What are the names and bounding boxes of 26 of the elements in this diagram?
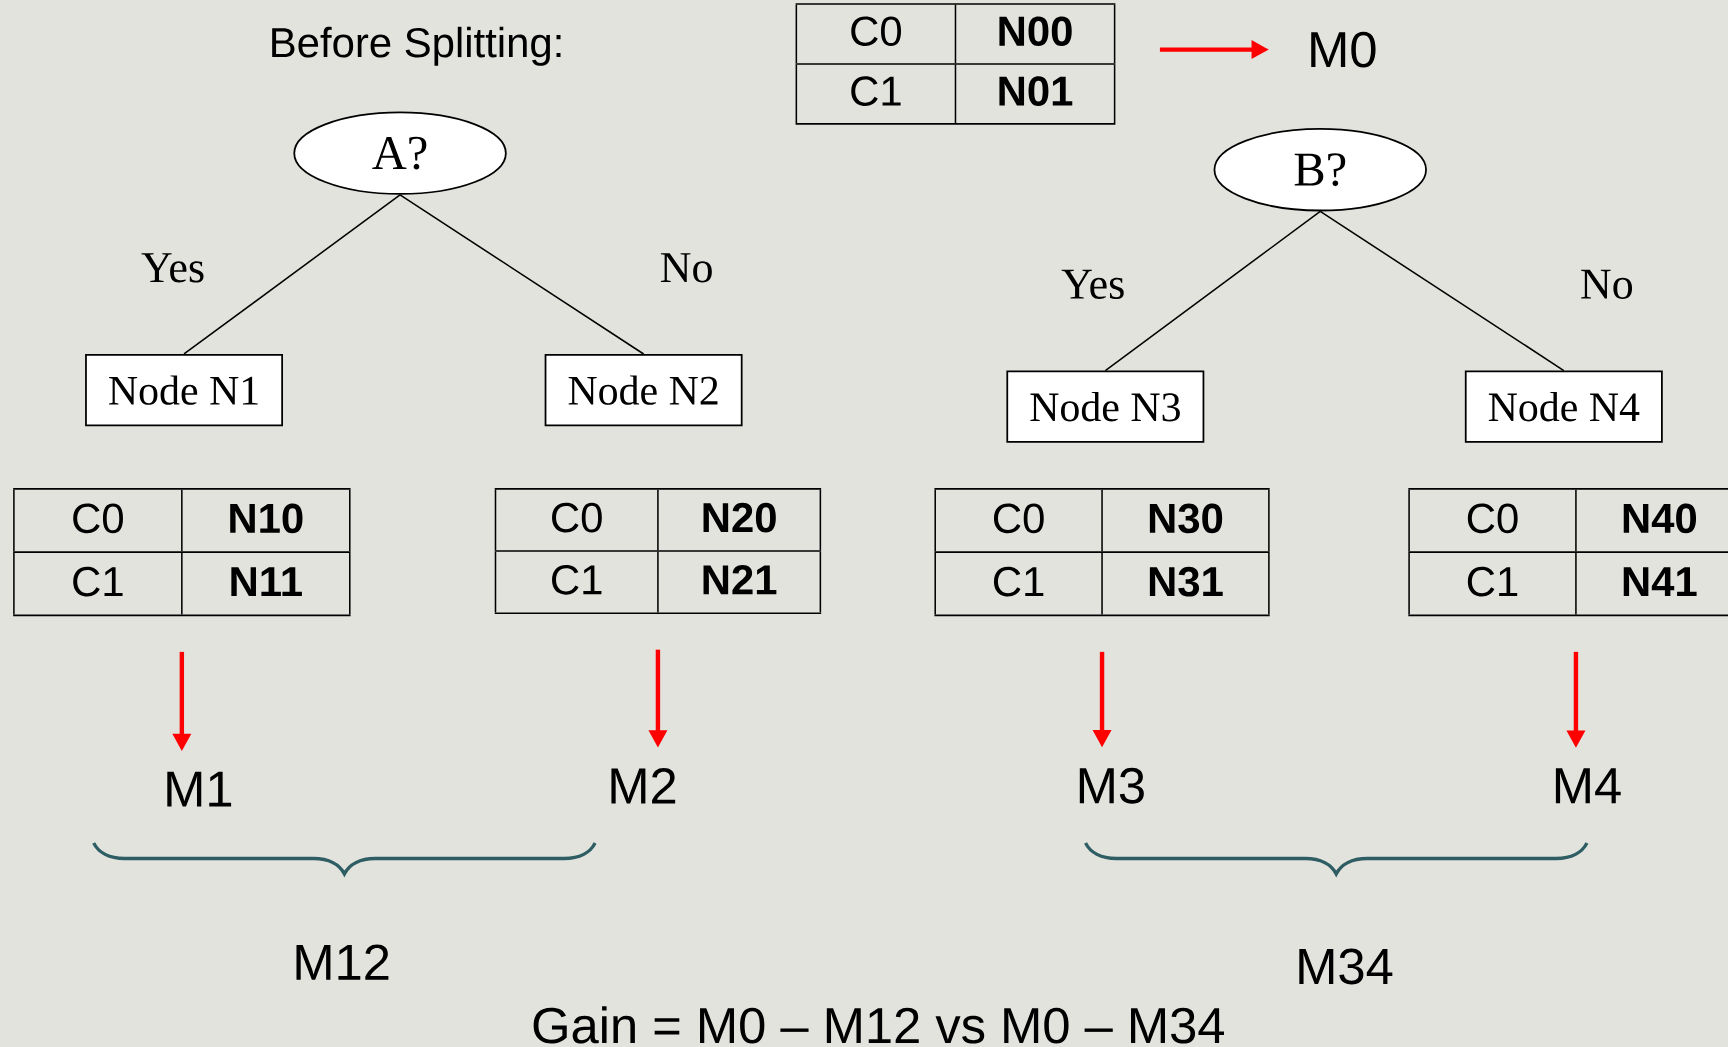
branch-line [183,194,401,355]
node-box: Node N2 [544,354,743,427]
edge-label: Yes [141,253,204,283]
branch-line [399,194,645,355]
measure-label: M0 [1311,31,1376,68]
branch-line [1319,210,1565,372]
node-box: Node N4 [1464,370,1663,443]
data-table: C0 N20 C1 N21 [493,488,822,614]
node-box: Node N1 [85,354,283,427]
data-table: C0 N00 C1 N01 [794,3,1117,125]
data-table: C0 N10 C1 N11 [12,488,352,617]
measure-label: M12 [296,944,389,980]
measure-label: M3 [1079,767,1144,804]
node-box: Node N3 [1006,370,1205,443]
data-table: C0 N40 C1 N41 [1407,488,1728,617]
measure-label: M2 [611,768,676,804]
heading: Before Splitting: [272,26,561,66]
measure-label: M4 [1555,768,1621,804]
edge-label: Yes [1061,269,1124,299]
data-table: C0 N30 C1 N31 [933,488,1271,617]
edge-label: No [660,253,712,283]
branch-line [1104,210,1322,372]
measure-label: M34 [1299,948,1393,985]
measure-label: M1 [167,771,232,807]
gain-formula: Gain = M0 – M12 vs M0 – M34 [533,1006,1224,1044]
edge-label: No [1581,269,1633,299]
